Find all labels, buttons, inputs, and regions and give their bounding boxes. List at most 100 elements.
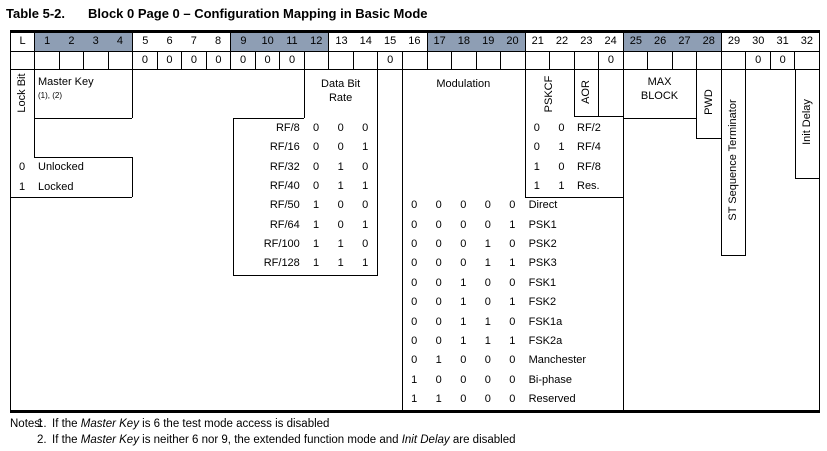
legend-bit: 0	[337, 141, 344, 154]
fixed-bit-cell	[83, 52, 108, 69]
legend-bit: 0	[460, 354, 467, 367]
fixed-bit-cell	[426, 52, 452, 69]
bit-number: 5	[142, 35, 149, 47]
modulation-label: Modulation	[436, 78, 491, 90]
legend-bit: 0	[460, 238, 467, 251]
lock-bit-label: Lock Bit	[16, 73, 28, 113]
legend-bit: 1	[533, 180, 540, 193]
bit-number: 1	[44, 35, 51, 47]
legend-bit: 0	[435, 315, 442, 328]
legend-label: RF/100	[263, 238, 300, 251]
legend-bit: 1	[509, 218, 516, 231]
st-sequence-terminator-label: ST Sequence Terminator	[727, 99, 740, 221]
master-key-label: Master Key	[38, 76, 94, 88]
legend-bit: 0	[460, 373, 467, 386]
legend-bit: 0	[313, 141, 320, 154]
legend-bit: 1	[460, 315, 467, 328]
note-text-part: If the	[52, 418, 81, 430]
legend-label: Reserved	[528, 392, 576, 405]
legend-bit: 1	[337, 257, 344, 270]
legend-bit: 0	[411, 238, 418, 251]
bit-number: 15	[383, 35, 397, 47]
legend-label: PSK2	[528, 238, 557, 251]
legend-bit: 0	[484, 218, 491, 231]
legend-bit: 0	[411, 296, 418, 309]
dbr-legend-box-left	[233, 118, 234, 275]
pwd-box-right	[720, 70, 722, 138]
bit-number: 30	[752, 35, 765, 47]
legend-bit: 0	[337, 199, 344, 212]
legend-label: PSK1	[528, 218, 557, 231]
modulation-box-right	[524, 70, 526, 197]
legend-bit: 0	[484, 199, 491, 212]
table-title: Table 5-2. Block 0 Page 0 – Configuratio…	[6, 6, 428, 21]
master-key-note-refs: (1), (2)	[38, 91, 62, 100]
dbr-legend-box-bottom	[233, 275, 378, 276]
legend-bit: 0	[484, 354, 491, 367]
note-text-part: is neither 6 nor 9, the extended functio…	[138, 434, 402, 446]
legend-bit: 0	[533, 122, 540, 134]
legend-bit: 0	[484, 296, 491, 309]
legend-bit: 1	[533, 160, 540, 173]
bit-number: 13	[335, 35, 348, 47]
max-block-label: MAX BLOCK	[640, 76, 679, 102]
note-text-part: Master Key	[80, 418, 139, 430]
legend-bit: 0	[362, 122, 369, 134]
note-text-part: Master Key	[80, 434, 139, 446]
bit-number: 21	[531, 35, 544, 47]
legend-bit: 0	[509, 276, 516, 289]
aor-box-right	[598, 70, 600, 116]
bit-number: 12	[310, 35, 323, 47]
fixed-bit-cell	[622, 52, 648, 69]
legend-label: Res.	[577, 180, 600, 193]
legend-label: RF/40	[269, 180, 300, 193]
fixed-bit-cell: 0	[254, 52, 280, 69]
legend-label: RF/2	[577, 122, 601, 134]
fixed-bit-cell: 0	[279, 52, 304, 69]
legend-bit: 1	[484, 315, 491, 328]
legend-label: RF/50	[269, 199, 300, 212]
master-key-label-block: Master Key (1), (2)	[38, 76, 94, 102]
legend-bit: 0	[435, 257, 442, 270]
legend-bit: 1	[313, 238, 320, 251]
bit-number: 18	[457, 35, 471, 47]
legend-bit: 1	[484, 257, 491, 270]
note-text-part: is 6 the test mode access is disabled	[138, 418, 330, 430]
master-key-box-bottom	[34, 118, 132, 119]
bit-number: 25	[629, 35, 643, 47]
legend-bit: 0	[337, 218, 344, 231]
legend-bit: 1	[460, 334, 467, 347]
note-number: 1.	[37, 418, 47, 430]
lock-legend-box-right	[132, 157, 133, 197]
bit-number: 9	[240, 35, 247, 47]
legend-label: FSK2	[528, 296, 557, 309]
lock-legend-bit: 1	[18, 181, 26, 193]
legend-label: FSK1a	[528, 315, 563, 328]
dbr-header-box-left	[303, 70, 305, 118]
legend-bit: 1	[313, 199, 320, 212]
st-box-left	[720, 138, 722, 255]
legend-bit: 1	[509, 257, 516, 270]
legend-bit: 0	[435, 199, 442, 212]
init-delay-label: Init Delay	[800, 99, 813, 145]
legend-bit: 1	[435, 354, 442, 367]
lock-bit-col-line	[34, 70, 35, 157]
bit-header-group: L	[11, 33, 34, 51]
bit-number: 32	[800, 35, 813, 47]
legend-bit: 1	[337, 180, 344, 193]
legend-bit: 0	[313, 160, 320, 173]
bit-number: 2	[68, 35, 75, 47]
legend-bit: 0	[411, 276, 418, 289]
dbr-box-right	[377, 70, 379, 275]
legend-label: RF/16	[269, 141, 300, 154]
legend-bit: 0	[460, 392, 467, 405]
legend-bit: 1	[337, 238, 344, 251]
legend-label: RF/8	[275, 122, 300, 134]
legend-bit: 0	[460, 218, 467, 231]
note-text-part: are disabled	[449, 434, 516, 446]
